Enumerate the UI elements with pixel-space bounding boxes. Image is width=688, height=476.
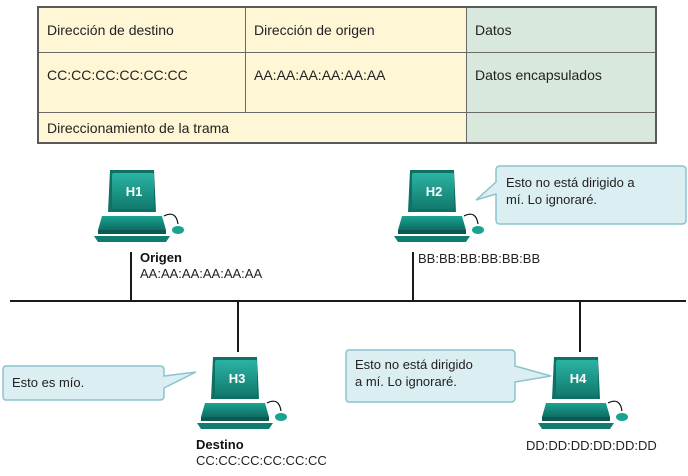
- empty-data-cell: [467, 113, 655, 142]
- header-data-text: Datos: [475, 22, 512, 38]
- header-destination-text: Dirección de destino: [47, 22, 174, 38]
- drop-line-h4: [579, 300, 581, 352]
- frame-addressing-text: Direccionamiento de la trama: [47, 119, 230, 136]
- network-bus: [10, 300, 686, 302]
- dest-mac-cell: CC:CC:CC:CC:CC:CC: [39, 53, 246, 113]
- computer-h2: H2: [392, 168, 492, 248]
- bubble-h3-line1: Esto es mío.: [12, 375, 85, 390]
- h1-label: H1: [125, 184, 143, 199]
- bubble-h4: Esto no está dirigido a mí. Lo ignoraré.: [345, 348, 555, 406]
- src-mac-cell: AA:AA:AA:AA:AA:AA: [246, 53, 467, 113]
- speech-bubble-icon: [475, 165, 687, 225]
- frame-table: Dirección de destino Dirección de origen…: [37, 6, 657, 144]
- frame-addressing-cell: Direccionamiento de la trama: [39, 113, 467, 142]
- bubble-h4-line1: Esto no está dirigido: [355, 357, 473, 372]
- bubble-h2: Esto no está dirigido a mí. Lo ignoraré.: [470, 164, 688, 228]
- computer-h1: H1: [92, 168, 192, 248]
- header-destination-address: Dirección de destino: [39, 8, 246, 53]
- computer-icon: [92, 168, 192, 248]
- computer-icon: [195, 355, 295, 435]
- src-mac-text: AA:AA:AA:AA:AA:AA: [254, 67, 386, 83]
- h4-mac: DD:DD:DD:DD:DD:DD: [526, 438, 657, 453]
- h2-mac: BB:BB:BB:BB:BB:BB: [418, 251, 541, 266]
- computer-h3: H3: [195, 355, 295, 435]
- speech-bubble-icon: [2, 365, 197, 401]
- bubble-h4-line2: a mí. Lo ignoraré.: [355, 374, 457, 389]
- computer-h4: H4: [536, 355, 636, 435]
- h3-role: Destino: [196, 437, 244, 452]
- encapsulated-data-cell: Datos encapsulados: [467, 53, 655, 113]
- h1-mac: AA:AA:AA:AA:AA:AA: [140, 266, 263, 281]
- h4-label: H4: [569, 371, 587, 386]
- bubble-h2-line2: mí. Lo ignoraré.: [506, 192, 598, 207]
- h3-mac: CC:CC:CC:CC:CC:CC: [196, 453, 327, 468]
- h2-label: H2: [425, 184, 443, 199]
- header-data: Datos: [467, 8, 655, 53]
- dest-mac-text: CC:CC:CC:CC:CC:CC: [47, 67, 188, 83]
- bubble-h2-line1: Esto no está dirigido a: [506, 175, 635, 190]
- drop-line-h3: [237, 300, 239, 352]
- bubble-h3: Esto es mío.: [2, 364, 202, 402]
- h1-role: Origen: [140, 250, 182, 265]
- h3-label: H3: [228, 371, 246, 386]
- drop-line-h2: [412, 252, 414, 302]
- header-source-text: Dirección de origen: [254, 22, 375, 38]
- encapsulated-data-text: Datos encapsulados: [475, 67, 602, 83]
- drop-line-h1: [130, 252, 132, 302]
- speech-bubble-icon: [345, 349, 552, 403]
- header-source-address: Dirección de origen: [246, 8, 467, 53]
